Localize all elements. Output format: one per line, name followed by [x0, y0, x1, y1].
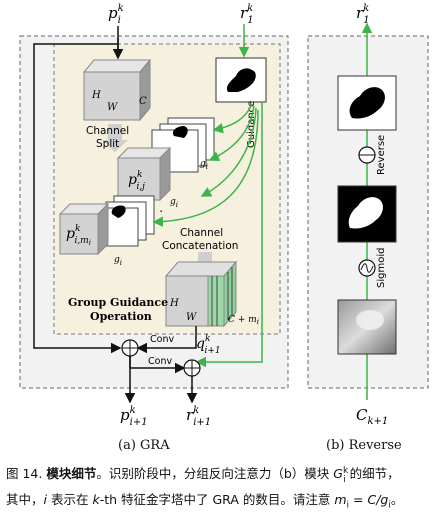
caption-bold-title: 模块细节: [46, 466, 97, 482]
reverse-label: Reverse: [376, 135, 387, 175]
box-title-1: Group Guidance: [68, 296, 168, 309]
caption-k: k: [92, 491, 100, 507]
feature-cube-concat: [164, 260, 238, 328]
caption-g-sup: k: [342, 466, 349, 476]
cube-concat-h: H: [169, 298, 179, 309]
panel-b-title: (b) Reverse: [326, 438, 402, 453]
sigmoid-label: Sigmoid: [376, 248, 387, 288]
channel-split-label-1: Channel: [86, 125, 129, 137]
caption-m: m: [334, 491, 347, 507]
cube-top-w: W: [107, 102, 118, 113]
caption-fig-num: 图 14.: [6, 466, 43, 482]
feature-cube-bottom: [58, 202, 110, 256]
guidance-down-line: [195, 102, 263, 368]
figure-caption: 图 14. 模块细节。识别阶段中，分组反向注意力（b）模块 Gki 的细节， 其…: [6, 462, 438, 515]
cube-top-h: H: [91, 90, 101, 101]
guidance-arrow-2: [208, 105, 255, 162]
caption-g-sub: i: [343, 474, 346, 485]
concat-label-2: Concatenation: [162, 240, 238, 252]
cube-concat-c: C + mi: [228, 315, 259, 326]
caption-text-4: 表示在: [47, 491, 93, 507]
reverse-input-glow: [356, 310, 384, 330]
g-label-mid: gi: [200, 159, 208, 171]
panel-a-title: (a) GRA: [118, 438, 170, 453]
channel-split-label-2: Split: [96, 138, 119, 150]
caption-text-2: 的细节，: [345, 466, 400, 482]
reverse-bottom-label: Ck+1: [356, 406, 388, 427]
guidance-map-blob: [226, 68, 256, 92]
caption-text-5: -th 特征金字塔中了 GRA 的数目。请注意: [99, 491, 335, 507]
cube-concat-w: W: [186, 312, 197, 323]
channel-split-arrow: [102, 124, 128, 152]
caption-g: G: [333, 466, 343, 482]
conv-label-2: Conv: [148, 356, 172, 367]
feature-cube-top: [82, 58, 152, 122]
concat-label-1: Channel: [180, 227, 223, 239]
guidance-arrow-4: [152, 109, 259, 227]
g-label-bottom: gi: [114, 255, 122, 267]
conv-label-1: Conv: [150, 334, 174, 345]
caption-text-1: 。识别阶段中，分组反向注意力（b）模块: [96, 466, 334, 482]
sigmoid-output-blob: [348, 197, 383, 229]
skip-connection: [33, 43, 122, 354]
caption-i: i: [43, 491, 47, 507]
caption-eq-rest: = C/g: [349, 491, 389, 507]
box-title-2: Operation: [90, 310, 152, 323]
guidance-arrow-1: [212, 103, 253, 134]
sum-node-1: [121, 339, 139, 357]
guidance-label: Guidance: [246, 101, 257, 148]
caption-eq-sub: i: [388, 500, 391, 511]
reverse-output-blob: [349, 87, 385, 119]
caption-text-6: 。: [390, 491, 404, 507]
cube-top-c: C: [139, 96, 147, 107]
feature-cube-mid: [116, 146, 172, 202]
caption-m-sub: i: [346, 500, 350, 511]
guidance-arrow-3: [200, 107, 257, 197]
cube-output-line: [136, 326, 197, 354]
sum-node-2: [183, 359, 201, 377]
sigmoid-wave: [360, 263, 374, 273]
g-label-mid2: gi: [170, 197, 178, 209]
caption-text-3: 其中，: [6, 491, 44, 507]
